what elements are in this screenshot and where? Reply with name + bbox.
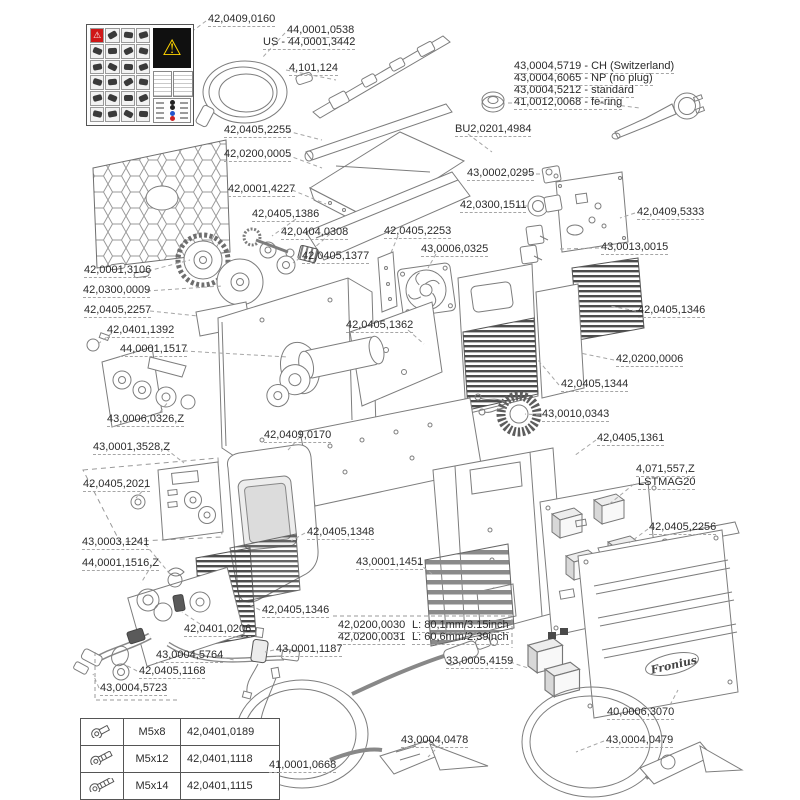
pictogram-cell bbox=[90, 43, 105, 59]
pictogram-cell bbox=[120, 28, 135, 43]
motor-part bbox=[266, 335, 385, 408]
pictogram-cell bbox=[120, 43, 135, 59]
indicator-legend bbox=[153, 98, 191, 123]
spec-box bbox=[153, 71, 172, 97]
output-bracket-part bbox=[127, 566, 245, 667]
support-panel-part bbox=[349, 301, 443, 407]
side-panel-part bbox=[577, 529, 739, 719]
ground-cable-part bbox=[521, 686, 744, 798]
fan-part bbox=[397, 262, 456, 318]
pictogram-cell bbox=[105, 43, 120, 59]
pictogram-cell bbox=[120, 91, 135, 107]
ferrite-ring-part bbox=[481, 91, 505, 113]
table-row: M5x8 42,0401,0189 bbox=[80, 718, 280, 746]
rear-grille-part bbox=[571, 257, 645, 341]
handle-tube-part bbox=[304, 103, 453, 162]
feed-gear-parts bbox=[175, 227, 319, 306]
pictogram-cell bbox=[105, 59, 120, 75]
screw-icon bbox=[80, 745, 124, 773]
strip-part bbox=[377, 251, 398, 313]
hazard-triangle-icon: ⚠ bbox=[153, 28, 191, 68]
heatsink-fins-part bbox=[424, 543, 515, 647]
screw-size: M5x8 bbox=[123, 718, 181, 746]
pictogram-cell bbox=[105, 75, 120, 91]
spec-box bbox=[173, 71, 193, 97]
pictogram-cell bbox=[135, 28, 150, 43]
pictogram-cell bbox=[120, 75, 135, 91]
choke-part bbox=[474, 391, 542, 437]
rail-part bbox=[312, 35, 451, 119]
transformer-part bbox=[527, 628, 581, 698]
screw-table: M5x8 42,0401,0189 M5x12 42,0401,1118 M5x… bbox=[80, 718, 280, 800]
mains-plug-part bbox=[611, 92, 706, 140]
pictogram-cell bbox=[105, 107, 120, 122]
pictogram-cell bbox=[90, 75, 105, 91]
callout-box bbox=[82, 457, 223, 543]
pictogram-cell bbox=[90, 59, 105, 75]
torch-hose-parts bbox=[73, 627, 300, 681]
insulation-sheet-part bbox=[535, 283, 585, 399]
pictogram-cell bbox=[120, 59, 135, 75]
screw-part-number: 42,0401,1118 bbox=[180, 745, 280, 773]
sensor-device-part bbox=[241, 627, 269, 700]
pictogram-cell bbox=[135, 43, 150, 59]
pictogram-cell bbox=[90, 91, 105, 107]
pictogram-cell bbox=[135, 75, 150, 91]
screw-icon bbox=[80, 772, 124, 800]
leader-lines bbox=[92, 20, 679, 766]
switch-parts bbox=[519, 165, 563, 265]
mains-cable-part bbox=[195, 60, 313, 128]
warning-sticker: ⚠ ⚠ bbox=[86, 24, 194, 126]
connector-plate-part bbox=[555, 171, 629, 253]
screw-size: M5x14 bbox=[123, 772, 181, 800]
pictogram-cell bbox=[105, 91, 120, 107]
wire-feeder-part bbox=[86, 332, 196, 428]
warning-triangle-icon: ⚠ bbox=[90, 28, 105, 43]
pictogram-cell bbox=[135, 107, 150, 122]
pictogram-cell bbox=[105, 28, 120, 43]
pictogram-cell bbox=[135, 59, 150, 75]
screw-part-number: 42,0401,0189 bbox=[180, 718, 280, 746]
control-print-part bbox=[130, 461, 224, 541]
table-row: M5x12 42,0401,1118 bbox=[80, 745, 280, 773]
screw-part-number: 42,0401,1115 bbox=[180, 772, 280, 800]
pictogram-cell bbox=[135, 91, 150, 107]
pictogram-cell bbox=[120, 107, 135, 122]
screw-icon bbox=[80, 718, 124, 746]
pictogram-cell bbox=[90, 107, 105, 122]
screw-size: M5x12 bbox=[123, 745, 181, 773]
table-row: M5x14 42,0401,1115 bbox=[80, 772, 280, 800]
pictogram-grid: ⚠ bbox=[90, 28, 150, 122]
front-panel-part bbox=[457, 263, 539, 415]
